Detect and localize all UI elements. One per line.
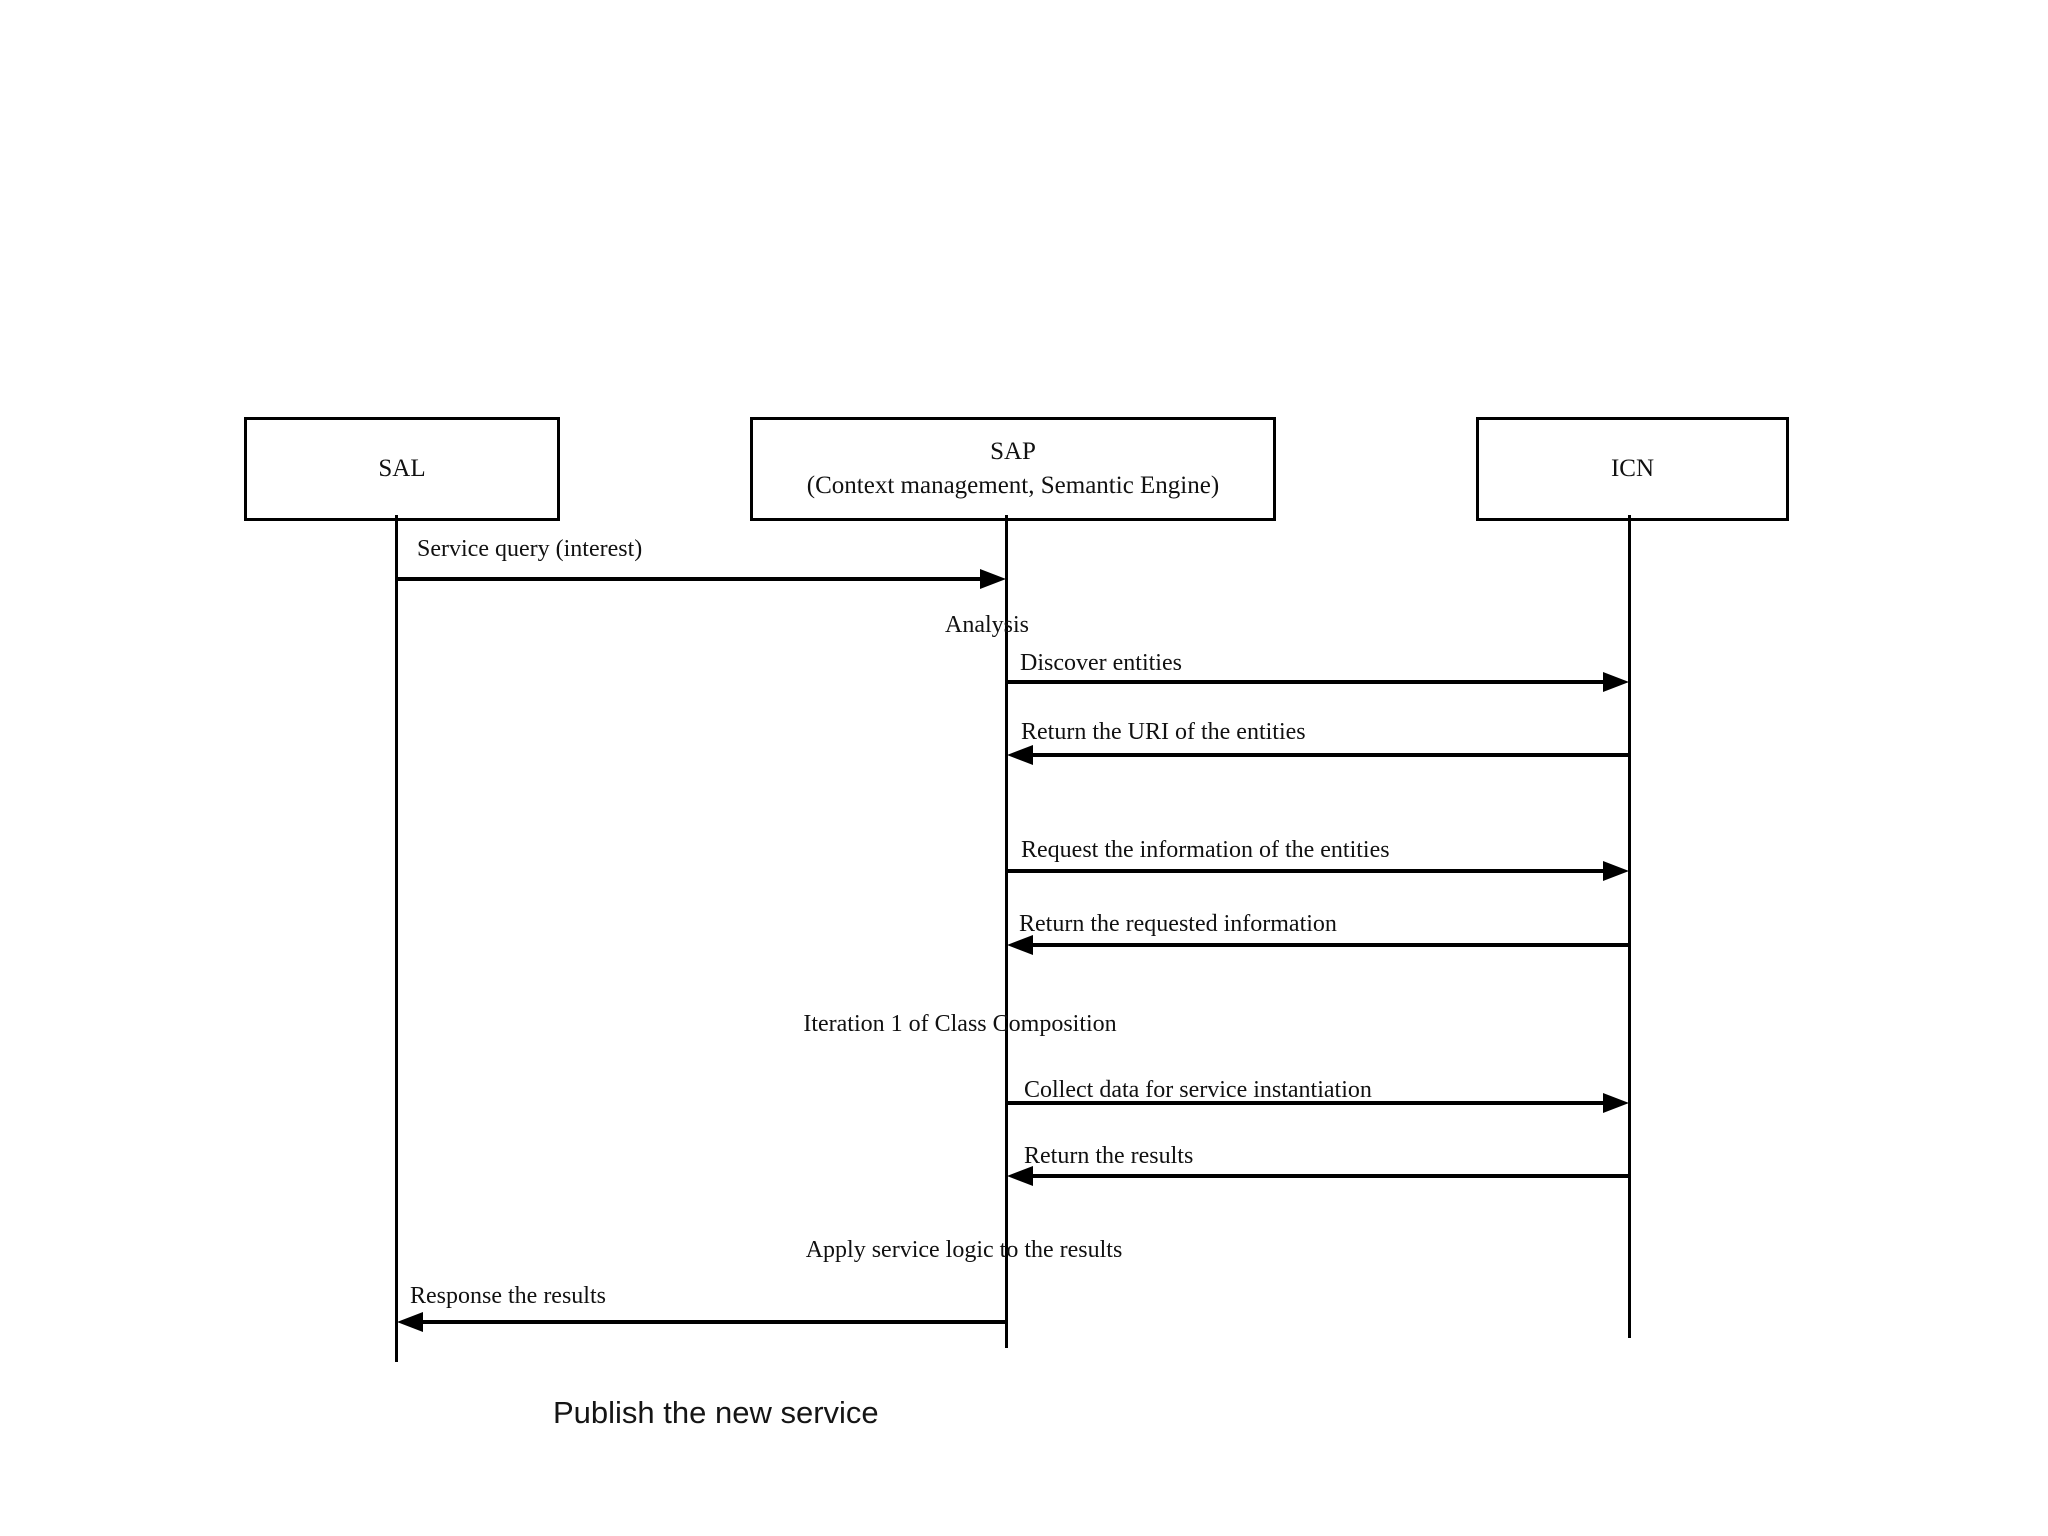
actor-label-icn: ICN (1610, 455, 1655, 482)
actor-box-sal: SAL (244, 417, 560, 521)
message-label-discover-entities: Discover entities (1020, 650, 1182, 676)
arrow-collect-data (1007, 1093, 1629, 1113)
arrow-shaft (1027, 1174, 1629, 1178)
arrow-service-query (397, 569, 1006, 589)
arrowhead-right-icon (1603, 672, 1629, 692)
annotation-apply-logic: Apply service logic to the results (805, 1237, 1123, 1263)
arrowhead-left-icon (1007, 1166, 1033, 1186)
arrow-return-uri (1007, 745, 1629, 765)
arrow-shaft (1027, 943, 1629, 947)
arrowhead-right-icon (980, 569, 1006, 589)
arrow-shaft (1007, 869, 1609, 873)
arrowhead-left-icon (397, 1312, 423, 1332)
arrow-shaft (1007, 680, 1609, 684)
arrow-discover-entities (1007, 672, 1629, 692)
lifeline-sal (395, 515, 398, 1362)
message-label-service-query: Service query (interest) (417, 536, 643, 562)
actor-subtitle-sap: (Context management, Semantic Engine) (806, 472, 1220, 499)
message-label-return-information: Return the requested information (1019, 911, 1337, 937)
lifeline-icn (1628, 515, 1631, 1338)
message-label-request-information: Request the information of the entities (1021, 837, 1390, 863)
annotation-iteration: Iteration 1 of Class Composition (803, 1011, 1117, 1037)
message-label-return-results: Return the results (1024, 1143, 1194, 1169)
actor-title-sap: SAP (990, 438, 1036, 465)
arrow-shaft (1007, 1101, 1609, 1105)
annotation-analysis: Analysis (945, 612, 1029, 638)
arrowhead-left-icon (1007, 745, 1033, 765)
actor-box-sap: SAP (Context management, Semantic Engine… (750, 417, 1276, 521)
arrow-response-results (397, 1312, 1006, 1332)
actor-label-sal: SAL (378, 455, 426, 482)
arrowhead-left-icon (1007, 935, 1033, 955)
arrow-request-information (1007, 861, 1629, 881)
publish-new-service-text: Publish the new service (553, 1395, 879, 1430)
arrowhead-right-icon (1603, 861, 1629, 881)
arrow-shaft (1027, 753, 1629, 757)
arrow-shaft (397, 577, 986, 581)
actor-box-icn: ICN (1476, 417, 1789, 521)
arrowhead-right-icon (1603, 1093, 1629, 1113)
message-label-collect-data: Collect data for service instantiation (1024, 1077, 1372, 1103)
message-label-return-uri: Return the URI of the entities (1021, 719, 1306, 745)
message-label-response-results: Response the results (410, 1283, 606, 1309)
arrow-return-results (1007, 1166, 1629, 1186)
lifeline-sap (1005, 515, 1008, 1348)
arrow-shaft (417, 1320, 1006, 1324)
arrow-return-information (1007, 935, 1629, 955)
